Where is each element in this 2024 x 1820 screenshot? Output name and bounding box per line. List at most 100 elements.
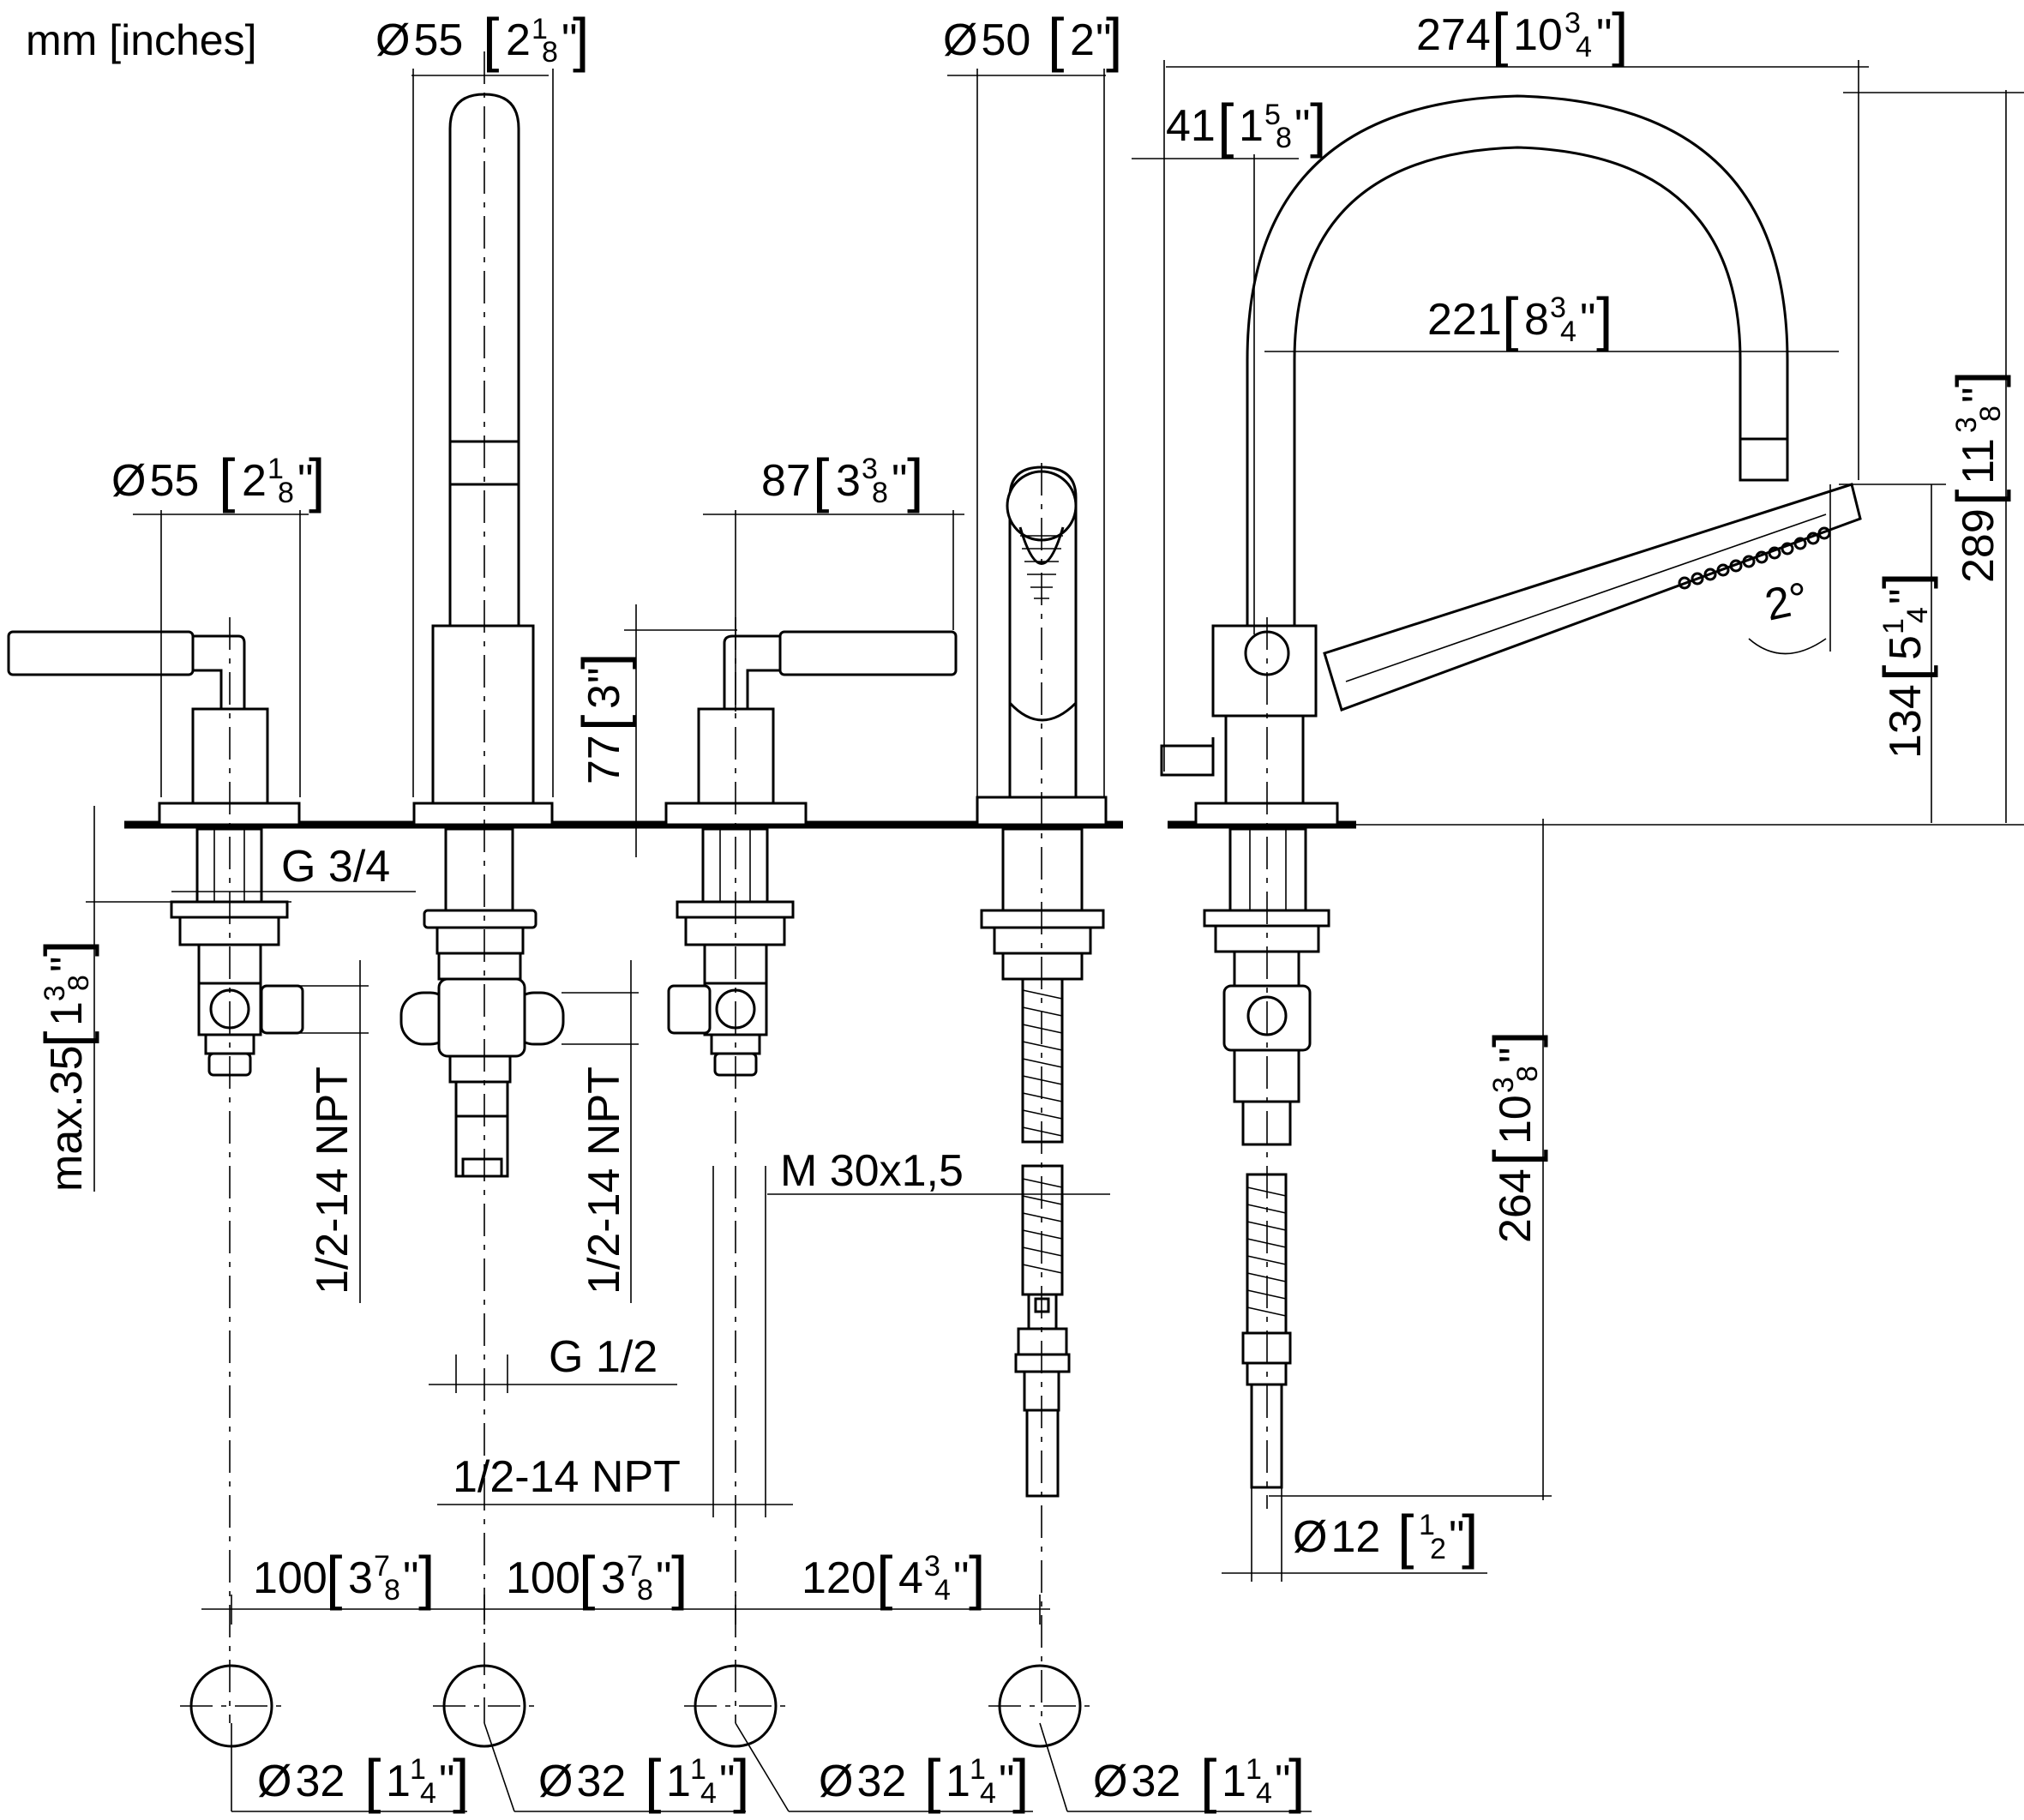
svg-text:": ": [297, 456, 313, 506]
svg-text:2: 2: [1430, 1533, 1446, 1565]
svg-text:[: [: [645, 1747, 661, 1814]
dim-spacing-1: 100 [ 3 7 8 " ]: [253, 1544, 435, 1611]
dim-width-274: 274 [ 10 3 4 " ]: [1416, 1, 1628, 68]
svg-text:100: 100: [506, 1553, 580, 1603]
spray-nozzles: [1678, 526, 1831, 590]
svg-text:]: ]: [418, 1544, 435, 1611]
svg-text:max.35: max.35: [42, 1045, 92, 1192]
svg-text:3: 3: [1950, 417, 1983, 433]
svg-text:": ": [1294, 101, 1310, 151]
svg-text:10: 10: [1513, 10, 1563, 60]
svg-text:[: [: [1481, 1150, 1548, 1166]
svg-text:]: ]: [1288, 1747, 1305, 1814]
svg-text:134: 134: [1881, 684, 1931, 759]
svg-text:264: 264: [1491, 1168, 1541, 1243]
svg-text:2: 2: [1070, 15, 1095, 65]
svg-text:[: [: [1944, 490, 2011, 506]
svg-text:": ": [580, 668, 629, 683]
dim-offset-41: 41 [ 1 5 8 " ]: [1166, 92, 1326, 159]
svg-text:4: 4: [980, 1777, 996, 1810]
svg-text:]: ]: [1106, 6, 1122, 73]
svg-text:]: ]: [33, 940, 99, 957]
svg-text:": ": [1596, 10, 1612, 60]
svg-text:221: 221: [1427, 295, 1502, 345]
svg-text:8: 8: [63, 975, 95, 991]
svg-text:": ": [953, 1553, 969, 1603]
svg-text:4: 4: [1901, 607, 1934, 623]
svg-text:8: 8: [384, 1574, 400, 1607]
dim-npt-mid: 1/2-14 NPT: [580, 1066, 629, 1294]
dim-height-77: 77 [ 3 " ]: [570, 653, 637, 784]
svg-text:7: 7: [627, 1550, 643, 1583]
right-lever: [778, 630, 958, 676]
svg-text:": ": [1449, 1512, 1464, 1562]
svg-text:100: 100: [253, 1553, 327, 1603]
dim-handle-diameter: Ø55 [ 2 1 8 " ]: [111, 447, 325, 514]
svg-text:]: ]: [969, 1544, 985, 1611]
svg-text:120: 120: [802, 1553, 876, 1603]
dim-spacing-2: 100 [ 3 7 8 " ]: [506, 1544, 688, 1611]
svg-text:1: 1: [690, 1753, 706, 1786]
svg-text:87: 87: [761, 456, 811, 506]
svg-text:4: 4: [700, 1777, 717, 1810]
dim-thread-g34: G 3/4: [281, 842, 390, 892]
dim-lever-87: 87 [ 3 3 8 " ]: [761, 447, 923, 514]
svg-text:[: [: [570, 715, 637, 731]
svg-text:1: 1: [386, 1757, 411, 1806]
dim-handshower-diameter: Ø50 [ 2 " ]: [943, 6, 1122, 73]
svg-text:4: 4: [420, 1777, 436, 1810]
svg-text:Ø50: Ø50: [943, 15, 1030, 65]
svg-text:]: ]: [1871, 573, 1938, 589]
svg-text:3: 3: [39, 985, 71, 1001]
spout-base: [431, 624, 535, 805]
svg-text:]: ]: [1612, 1, 1628, 68]
dimension-lines: [86, 60, 2024, 1812]
svg-text:[: [: [1397, 1503, 1414, 1570]
svg-text:]: ]: [733, 1747, 749, 1814]
svg-text:1: 1: [267, 453, 284, 485]
svg-text:1: 1: [1877, 618, 1910, 634]
svg-text:": ": [1096, 15, 1111, 65]
svg-text:11: 11: [1954, 438, 2003, 484]
dim-deck-max35: max.35 [ 1 3 8 " ]: [33, 940, 99, 1192]
svg-text:1: 1: [532, 13, 548, 45]
svg-text:1: 1: [946, 1757, 970, 1806]
svg-text:[: [: [1200, 1747, 1216, 1814]
svg-text:1: 1: [1239, 101, 1264, 151]
svg-text:1: 1: [1246, 1753, 1262, 1786]
svg-text:Ø12: Ø12: [1293, 1512, 1380, 1562]
svg-text:1: 1: [970, 1753, 986, 1786]
dim-hose-diameter: Ø12 [ 1 2 " ]: [1293, 1503, 1478, 1570]
svg-text:]: ]: [453, 1747, 469, 1814]
svg-text:]: ]: [1462, 1503, 1478, 1570]
svg-text:8: 8: [1511, 1066, 1544, 1082]
svg-text:4: 4: [898, 1553, 923, 1603]
svg-text:[: [: [33, 1031, 99, 1048]
svg-text:8: 8: [278, 477, 294, 509]
svg-text:[: [: [219, 447, 235, 514]
spout-escutcheon: [412, 802, 554, 826]
svg-text:274: 274: [1416, 10, 1491, 60]
svg-text:8: 8: [872, 477, 888, 509]
left-lever: [7, 630, 195, 676]
svg-text:4: 4: [934, 1574, 951, 1607]
svg-text:[: [: [1492, 1, 1508, 68]
svg-text:]: ]: [1596, 285, 1613, 352]
svg-text:8: 8: [1974, 405, 2007, 422]
svg-text:": ": [439, 1757, 454, 1806]
svg-text:": ": [403, 1553, 418, 1603]
svg-text:]: ]: [570, 653, 637, 670]
svg-text:": ": [892, 456, 907, 506]
svg-text:8: 8: [637, 1574, 653, 1607]
dim-spout-diameter: Ø55 [ 2 1 8 " ]: [375, 6, 589, 73]
svg-text:3: 3: [580, 684, 629, 709]
svg-text:": ": [999, 1757, 1014, 1806]
svg-text:[: [: [1048, 6, 1064, 73]
dim-depth-264: 264 [ 10 3 8 " ]: [1481, 1031, 1548, 1243]
svg-text:1: 1: [42, 1001, 92, 1026]
dim-hole-1: Ø32 [ 1 1 4 " ]: [257, 1747, 469, 1814]
svg-text:5: 5: [1881, 635, 1931, 660]
svg-text:8: 8: [1524, 295, 1549, 345]
svg-text:3: 3: [1487, 1077, 1520, 1093]
spray-head: [1323, 483, 1862, 712]
